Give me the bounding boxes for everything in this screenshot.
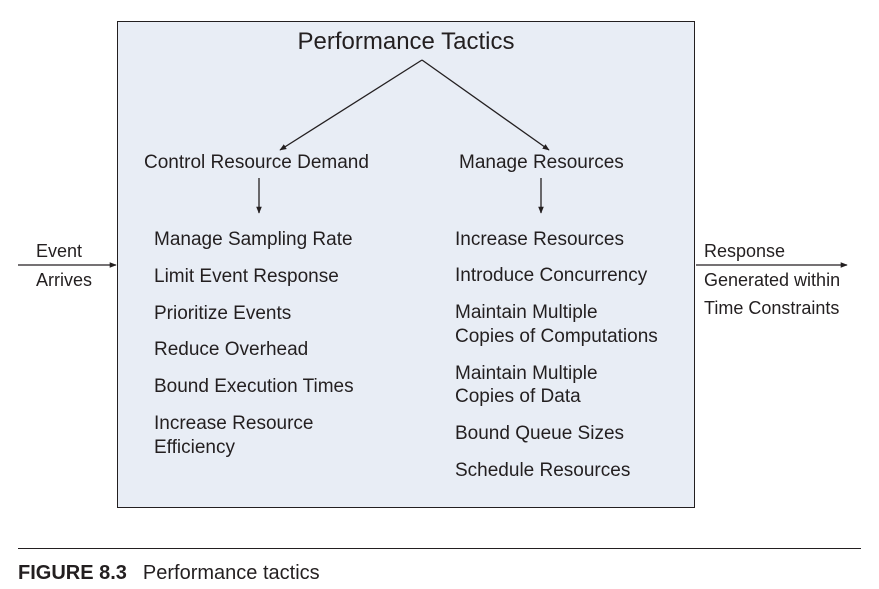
tactic-manage-sampling-rate: Manage Sampling Rate	[154, 229, 353, 250]
tactic-increase-resources: Increase Resources	[455, 229, 624, 250]
input-label-line2: Arrives	[36, 270, 93, 290]
branch-label-control-resource-demand: Control Resource Demand	[144, 152, 369, 173]
output-label-line1: Response	[704, 241, 786, 261]
output-label-line3: Time Constraints	[704, 298, 840, 318]
caption-text: Performance tactics	[142, 562, 320, 584]
arrow-title-to-left-branch	[279, 59, 423, 151]
tactic-maintain-copies-computations-line2: Copies of Computations	[455, 326, 658, 347]
figure-caption: FIGURE 8.3 Performance tactics	[18, 560, 320, 586]
branch-label-manage-resources: Manage Resources	[459, 152, 624, 173]
output-label-line2: Generated within	[704, 270, 841, 290]
caption-divider	[18, 548, 861, 549]
arrow-title-to-right-branch	[421, 59, 550, 151]
diagram-title: Performance Tactics	[297, 28, 515, 55]
tactic-schedule-resources: Schedule Resources	[455, 460, 631, 481]
tactic-bound-queue-sizes: Bound Queue Sizes	[455, 423, 625, 444]
tactic-reduce-overhead: Reduce Overhead	[154, 339, 309, 360]
input-label-line1: Event	[36, 241, 83, 261]
tactic-introduce-concurrency: Introduce Concurrency	[455, 265, 648, 286]
caption-label: FIGURE 8.3	[18, 562, 127, 584]
tactic-bound-execution-times: Bound Execution Times	[154, 376, 354, 397]
tactic-maintain-copies-data-line1: Maintain Multiple	[455, 363, 598, 384]
tactics-box	[117, 21, 695, 508]
tactic-maintain-copies-data-line2: Copies of Data	[455, 386, 581, 407]
tactic-prioritize-events: Prioritize Events	[154, 303, 292, 324]
tactic-maintain-copies-computations-line1: Maintain Multiple	[455, 302, 598, 323]
tactic-limit-event-response: Limit Event Response	[154, 266, 339, 287]
tactic-increase-resource-efficiency-line1: Increase Resource	[154, 413, 314, 434]
tactic-increase-resource-efficiency-line2: Efficiency	[154, 437, 235, 458]
